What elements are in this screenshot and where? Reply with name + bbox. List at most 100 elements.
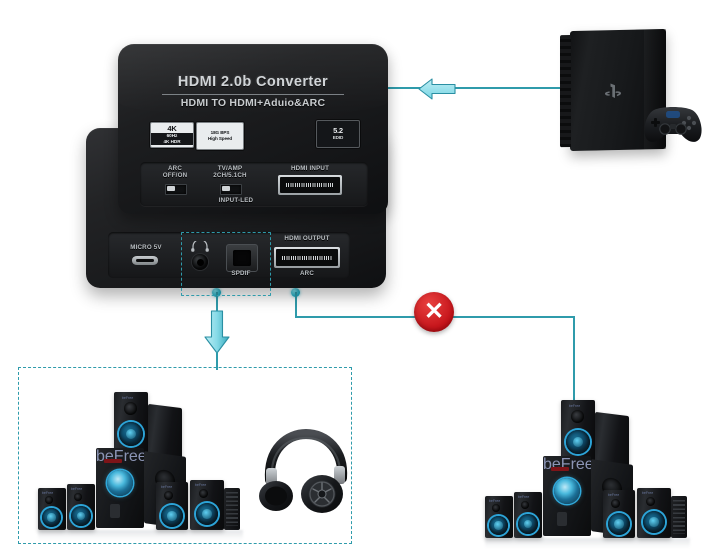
hdmi-output-port[interactable] <box>274 247 340 268</box>
subwoofer-driver <box>554 478 580 504</box>
speaker-brand: beFree <box>42 491 54 495</box>
subwoofer-brand: beFree <box>96 448 147 465</box>
speaker-remote-control[interactable] <box>671 496 687 538</box>
woofer <box>608 513 630 535</box>
hdmi-output-pins <box>281 255 333 260</box>
speaker-remote-control[interactable] <box>224 488 240 530</box>
arc-switch-label-bottom: OFF/ON <box>162 172 188 179</box>
bandwidth-badge-line2: High Speed <box>207 136 233 141</box>
supported-outputs-box <box>18 367 352 544</box>
subwoofer-brand: beFree <box>543 456 594 473</box>
tweeter <box>199 489 208 498</box>
device-title: HDMI 2.0b Converter <box>177 74 329 90</box>
tweeter <box>521 501 529 509</box>
hdmi-output-label: HDMI OUTPUT <box>284 235 330 242</box>
arc-label: ARC <box>299 270 314 277</box>
woofer <box>566 430 590 454</box>
speaker-brand: beFree <box>518 495 530 499</box>
speaker-reflection <box>38 530 243 540</box>
forbidden-x-icon: ✕ <box>414 292 454 332</box>
converter-top-unit: HDMI 2.0b Converter HDMI TO HDMI+Aduio&A… <box>118 44 388 214</box>
bandwidth-badge-line1: 18G BPS <box>210 130 230 136</box>
display-panel <box>551 467 569 471</box>
woofer <box>71 506 91 526</box>
surround-speaker-right-rear: beFree <box>190 480 224 530</box>
subwoofer-front: beFree <box>543 456 594 536</box>
speaker-brand: beFree <box>642 491 654 495</box>
spdif-optical-port[interactable] <box>226 244 258 272</box>
headphones <box>258 428 350 516</box>
device-title-rule <box>162 94 344 95</box>
input-led-label: INPUT-LED <box>218 197 254 204</box>
woofer <box>489 516 508 535</box>
tweeter <box>164 491 173 500</box>
arrow-left-icon <box>418 77 456 101</box>
ps4-console <box>556 28 706 160</box>
tweeter <box>646 497 655 506</box>
connector-arc-to-speakers <box>573 316 575 412</box>
edid-badge-line1: 5.2 <box>333 126 343 136</box>
output-port-panel: MICRO 5V SPDIF HDMI OUTPUT ARC <box>108 232 350 278</box>
speaker-reflection <box>485 538 690 548</box>
display-panel <box>104 459 122 463</box>
tweeter <box>611 499 620 508</box>
remote-buttons <box>226 492 238 526</box>
woofer <box>161 505 183 527</box>
woofer <box>643 511 665 533</box>
connector-arc-drop <box>295 292 297 318</box>
tweeter <box>124 402 137 415</box>
playstation-logo-icon <box>605 83 621 98</box>
arc-switch-label-top: ARC <box>167 165 182 172</box>
micro-usb-label: MICRO 5V <box>130 244 162 251</box>
surround-speaker-left-front: beFree <box>514 492 542 538</box>
surround-speaker-right-rear: beFree <box>637 488 671 538</box>
hdmi-input-port[interactable] <box>278 175 342 195</box>
surround-speaker-right-front: beFree <box>156 482 188 530</box>
resolution-badge: 4K 60Hz 4K HDR <box>150 122 194 148</box>
woofer <box>196 503 218 525</box>
remote-buttons <box>673 500 685 534</box>
control-knob <box>110 504 120 518</box>
speaker-brand: beFree <box>122 396 134 400</box>
connector-spdif-down-a <box>216 292 218 314</box>
subwoofer-front: beFree <box>96 448 147 528</box>
ps4-controller <box>644 107 702 142</box>
edid-badge-line2: EDID <box>332 134 344 140</box>
headphone-jack-port[interactable] <box>192 254 208 270</box>
arrow-down-icon <box>203 310 231 354</box>
resolution-badge-line1: 4K <box>167 124 177 134</box>
control-knob <box>557 512 567 526</box>
speaker-brand: beFree <box>195 483 207 487</box>
surround-speaker-left-rear: beFree <box>485 496 513 538</box>
surround-speaker-left-rear: beFree <box>38 488 66 530</box>
audio-mode-switch-label-bottom: 2CH/5.1CH <box>213 172 247 179</box>
audio-mode-switch[interactable] <box>220 184 242 195</box>
surround-speaker-left-front: beFree <box>67 484 95 530</box>
speaker-system-supported: beFree beFree beFree beFree beFree <box>38 392 253 540</box>
arc-switch[interactable] <box>165 184 187 195</box>
resolution-badge-line3: 4K HDR <box>151 138 193 145</box>
speaker-brand: beFree <box>71 487 83 491</box>
hdmi-output-cavity <box>276 249 338 266</box>
tweeter <box>45 496 53 504</box>
tweeter <box>492 504 500 512</box>
spdif-label: SPDIF <box>231 270 251 277</box>
audio-mode-switch-label-top: TV/AMP <box>217 165 243 172</box>
woofer <box>42 508 61 527</box>
speaker-system-unsupported: beFree beFree beFree beFree beFree <box>485 400 700 548</box>
woofer <box>518 514 538 534</box>
tweeter <box>74 493 82 501</box>
hdmi-input-pins <box>286 183 334 187</box>
speaker-brand: beFree <box>608 493 620 497</box>
speaker-brand: beFree <box>489 499 501 503</box>
bandwidth-badge: 18G BPS High Speed <box>196 122 244 150</box>
audio-out-highlight-box <box>181 232 271 296</box>
connector-spdif-down-b <box>216 352 218 370</box>
speaker-brand: beFree <box>161 485 173 489</box>
woofer <box>119 422 143 446</box>
micro-usb-power-port[interactable] <box>132 256 158 265</box>
edid-badge: 5.2 EDID <box>316 120 360 148</box>
forbidden-x-glyph: ✕ <box>423 299 445 325</box>
speaker-brand: beFree <box>569 404 581 408</box>
